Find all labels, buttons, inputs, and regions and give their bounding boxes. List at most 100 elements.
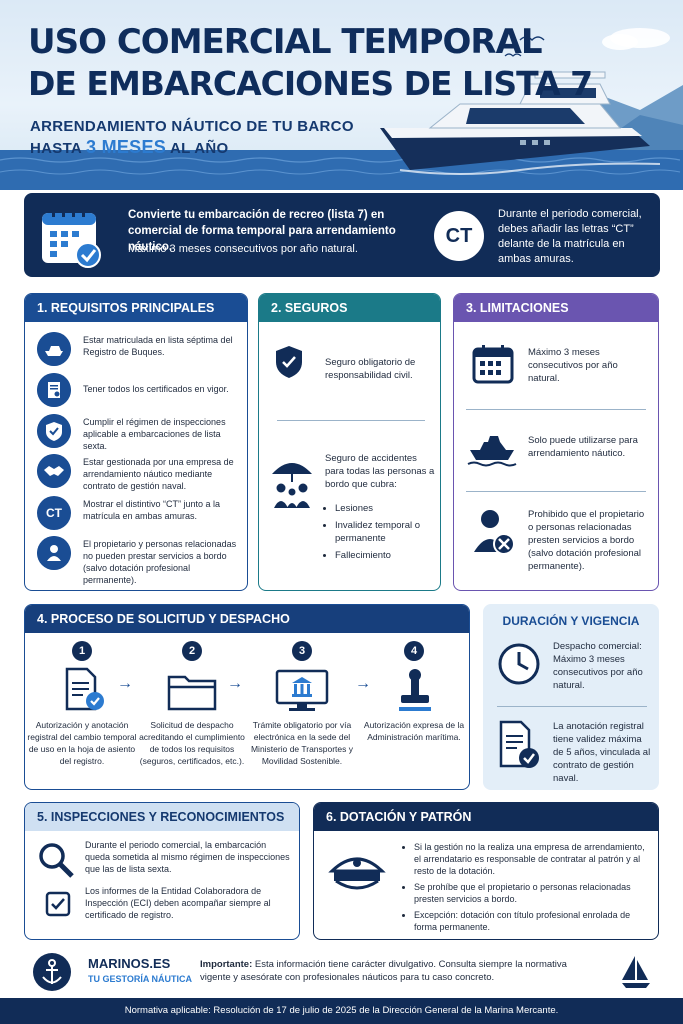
limitation-text: Prohibido que el propietario o personas … [528, 509, 645, 572]
folder-icon [167, 675, 217, 711]
insurance-title: 2. SEGUROS OBLIGATORIOS [259, 294, 440, 343]
document-check-icon [65, 667, 104, 711]
inspections-title: 5. INSPECCIONES Y RECONOCIMIENTOS [25, 803, 299, 831]
subtitle-line2: HASTA 3 MESES AL AÑO [30, 137, 229, 158]
divider [466, 491, 646, 492]
requirement-text: Estar matriculada en lista séptima del R… [83, 335, 233, 357]
subtitle-post: AL AÑO [166, 140, 229, 157]
process-card: 4. PROCESO DE SOLICITUD Y DESPACHO 1 Aut… [24, 604, 470, 790]
requirement-text: Cumplir el régimen de inspecciones aplic… [83, 417, 226, 451]
duration-title: DURACIÓN Y VIGENCIA [502, 614, 640, 628]
legal-bar: Normativa aplicable: Resolución de 17 de… [0, 998, 683, 1024]
banner-text-limit: Máximo 3 meses consecutivos por año natu… [128, 243, 358, 255]
requirement-text: Mostrar el distintivo “CT” junto a la ma… [83, 499, 221, 521]
monitor-government-icon [275, 669, 329, 711]
umbrella-family-icon [272, 463, 312, 508]
limitations-title: 3. LIMITACIONES [454, 294, 658, 322]
page-title-line2: DE EMBARCACIONES DE LISTA 7 [28, 64, 593, 103]
magnifier-icon [39, 843, 74, 878]
coverage-item: Lesiones [335, 502, 437, 515]
crew-item: Se prohíbe que el propietario o personas… [414, 881, 652, 905]
captain-hat-icon [328, 857, 386, 890]
divider [497, 706, 647, 707]
sailboat-icon [622, 956, 650, 988]
yacht-icon [380, 71, 660, 175]
boat-icon [37, 332, 71, 366]
insurance-card: 2. SEGUROS OBLIGATORIOS Seguro obligator… [258, 293, 441, 591]
requirement-text: Estar gestionada por una empresa de arre… [83, 457, 234, 491]
inspections-text-regime: Durante el periodo comercial, la embarca… [85, 840, 290, 874]
brand-name: MARINOS.ES [88, 956, 171, 971]
person-icon [37, 536, 71, 570]
inspections-card: 5. INSPECCIONES Y RECONOCIMIENTOS Durant… [24, 802, 300, 940]
insurance-accident-text: Seguro de accidentes para todas las pers… [325, 453, 435, 490]
disclaimer-text: Esta información tiene carácter divulgat… [200, 959, 567, 983]
handshake-icon [37, 454, 71, 488]
process-step: 1 Autorización y anotación registral del… [27, 641, 137, 767]
step-text: Autorización y anotación registral del c… [27, 720, 137, 766]
hero: USO COMERCIAL TEMPORAL DE EMBARCACIONES … [0, 0, 683, 190]
step-text: Solicitud de despacho acreditando el cum… [139, 720, 245, 766]
process-step: 4 Autorización expresa de la Administrac… [359, 641, 469, 743]
banner-text-main: Convierte tu embarcación de recreo (list… [128, 209, 396, 253]
ct-icon: CT [37, 496, 71, 530]
process-title: 4. PROCESO DE SOLICITUD Y DESPACHO [25, 605, 469, 633]
arrow-right-icon: → [117, 675, 133, 692]
step-number: 1 [72, 641, 92, 661]
arrow-right-icon: → [227, 675, 243, 692]
step-text: Trámite obligatorio por vía electrónica … [250, 720, 354, 766]
requirements-card: 1. REQUISITOS PRINCIPALES Estar matricul… [24, 293, 248, 591]
stamp-icon [399, 669, 431, 711]
calendar-check-icon [42, 208, 101, 268]
intro-banner: Convierte tu embarcación de recreo (list… [24, 193, 660, 277]
page-title-line1: USO COMERCIAL TEMPORAL [28, 22, 543, 62]
step-number: 3 [292, 641, 312, 661]
crew-card: 6. DOTACIÓN Y PATRÓN Si la gestión no la… [313, 802, 659, 940]
step-number: 2 [182, 641, 202, 661]
document-check-icon [499, 720, 539, 768]
requirement-text: El propietario y personas relacionadas n… [83, 539, 237, 585]
inspections-text-eci: Los informes de la Entidad Colaboradora … [85, 886, 271, 920]
crew-list: Si la gestión no la realiza una empresa … [404, 841, 652, 937]
brand-tagline: TU GESTORÍA NÁUTICA [88, 974, 193, 984]
process-step: 3 Trámite obligatorio por vía electrónic… [247, 641, 357, 767]
step-number: 4 [404, 641, 424, 661]
crew-item: Si la gestión no la realiza una empresa … [414, 841, 652, 877]
coverage-item: Invalidez temporal o permanente [335, 519, 437, 545]
divider [466, 409, 646, 410]
ct-badge: CT [434, 211, 484, 261]
subtitle-highlight: 3 MESES [85, 137, 167, 157]
crew-item: Excepción: dotación con título profesion… [414, 909, 652, 933]
crew-title: 6. DOTACIÓN Y PATRÓN [314, 803, 658, 831]
checkbox-icon [45, 891, 71, 917]
duration-text-registry: La anotación registral tiene validez máx… [553, 721, 651, 784]
clock-icon [498, 643, 540, 685]
step-text: Autorización expresa de la Administració… [363, 720, 465, 742]
insurance-liability-text: Seguro obligatorio de responsabilidad ci… [325, 357, 416, 381]
disclaimer: Importante: Esta información tiene carác… [200, 958, 600, 984]
anchor-logo-icon [33, 953, 71, 991]
certificate-icon [37, 373, 71, 407]
requirement-text: Tener todos los certificados en vigor. [83, 384, 229, 394]
requirements-title: 1. REQUISITOS PRINCIPALES [25, 294, 247, 322]
shield-check-icon [37, 414, 71, 448]
duration-card: DURACIÓN Y VIGENCIA Despacho comercial: … [483, 604, 659, 790]
boat-icon [467, 436, 517, 467]
shield-check-icon [276, 346, 302, 378]
subtitle-line1: ARRENDAMIENTO NÁUTICO DE TU BARCO [30, 118, 354, 135]
footer: MARINOS.ES TU GESTORÍA NÁUTICA Important… [24, 948, 660, 994]
person-prohibited-icon [474, 510, 515, 555]
limitations-card: 3. LIMITACIONES Máximo 3 meses consecuti… [453, 293, 659, 591]
banner-text-ct: Durante el periodo comercial, debes añad… [498, 208, 642, 265]
coverage-list: Lesiones Invalidez temporal o permanente… [325, 502, 437, 562]
limitation-text: Máximo 3 meses consecutivos por año natu… [528, 347, 618, 384]
coverage-item: Fallecimiento [335, 549, 437, 562]
duration-text-dispatch: Despacho comercial: Máximo 3 meses conse… [553, 641, 643, 691]
subtitle-pre: HASTA [30, 140, 86, 157]
calendar-icon [472, 345, 514, 384]
divider [277, 420, 425, 421]
disclaimer-label: Importante: [200, 959, 253, 970]
process-step: 2 Solicitud de despacho acreditando el c… [137, 641, 247, 767]
limitation-text: Solo puede utilizarse para arrendamiento… [528, 435, 638, 459]
arrow-right-icon: → [355, 675, 371, 692]
